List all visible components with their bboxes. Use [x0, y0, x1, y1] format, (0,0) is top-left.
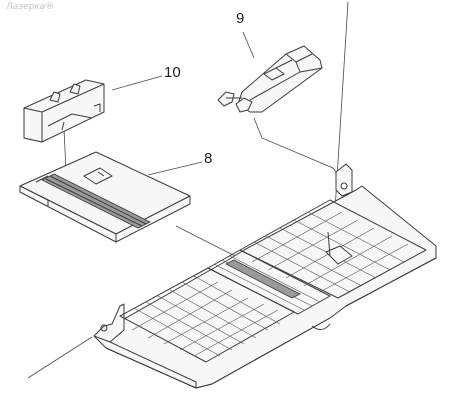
leader-9	[242, 31, 255, 59]
center-channel	[207, 249, 331, 315]
part-9-slider	[217, 45, 323, 113]
leader-bottom-left	[27, 336, 93, 379]
part-10-cover	[23, 79, 105, 143]
guide-line-10	[63, 127, 67, 173]
guide-line-9	[253, 117, 343, 181]
leader-10	[111, 75, 163, 91]
watermark-logo: Лазерка®	[6, 2, 55, 12]
part-8-plate	[19, 151, 191, 243]
callout-8: 8	[204, 150, 213, 167]
callout-10: 10	[164, 64, 181, 81]
leader-8	[147, 161, 203, 176]
main-base-tray	[93, 163, 437, 389]
callout-9: 9	[236, 10, 245, 27]
right-rib-grid	[239, 199, 427, 299]
